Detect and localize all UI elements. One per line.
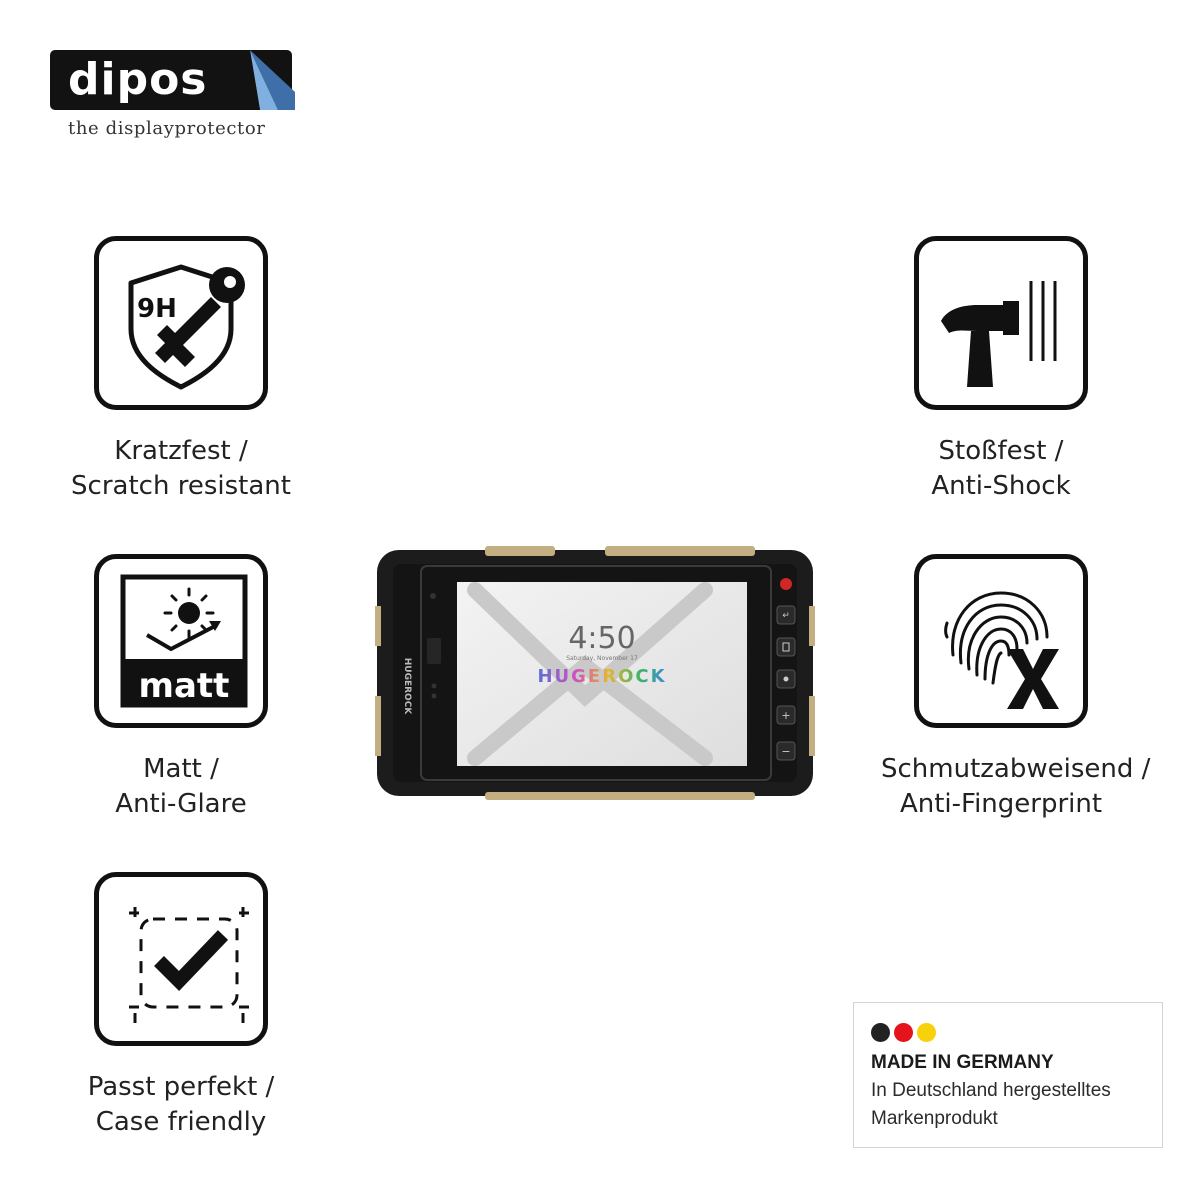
svg-text:+: + [781,709,790,722]
hammer-icon [941,281,1057,387]
feature-label-de: Passt perfekt / [87,1072,275,1102]
made-in-germany-line1: In Deutschland hergestelltes [871,1080,1111,1101]
svg-text:↵: ↵ [782,611,790,621]
germany-flag-dots-icon [871,1023,940,1043]
feature-icon-frame: matt [94,554,268,728]
made-in-germany-line2: Markenprodukt [871,1108,998,1129]
device-brand-label: HUGEROCK [402,658,412,716]
logo-peel-corner-icon [240,50,295,110]
logo-wordmark: dipos [68,54,208,105]
feature-label-en: Case friendly [95,1107,267,1137]
feature-icon-frame: 9H [94,236,268,410]
feature-label-en: Anti-Glare [115,789,247,819]
feature-label-de: Matt / [143,754,219,784]
feature-label-en: Anti-Shock [931,471,1071,501]
flag-dot-black [871,1023,890,1042]
feature-label-de: Stoßfest / [938,436,1064,466]
shield-9h-key-icon: 9H [128,264,245,390]
flag-dot-red [894,1023,913,1042]
feature-scratch-resistant: 9H Kratzfest / Scratch resistant [61,236,301,504]
shield-badge-text: 9H [137,294,177,324]
fingerprint-x-icon [944,591,1059,709]
feature-label-en: Scratch resistant [71,471,291,501]
feature-label-de: Kratzfest / [114,436,248,466]
svg-text:−: − [781,745,790,758]
feature-case-friendly: Passt perfekt / Case friendly [61,872,301,1140]
screen-logo: HUGEROCK [537,666,666,687]
checkmark-frame-icon [129,907,249,1023]
made-in-germany-title: MADE IN GERMANY [871,1052,1054,1073]
logo-tagline: the displayprotector [68,118,266,139]
flag-dot-gold [917,1023,936,1042]
rugged-tablet-image: 4:50 Saturday, November 17 HUGEROCK HUGE… [375,546,815,800]
matt-badge-text: matt [139,666,230,706]
feature-anti-fingerprint: Schmutzabweisend / Anti-Fingerprint [881,554,1151,822]
made-in-germany-badge: MADE IN GERMANY In Deutschland hergestel… [853,1002,1163,1148]
sun-matt-icon: matt [120,574,248,708]
screen-clock: 4:50 [568,621,635,656]
brand-logo: dipos the displayprotector [50,50,295,142]
screen-date: Saturday, November 17 [566,655,638,662]
feature-icon-frame [914,554,1088,728]
feature-icon-frame [94,872,268,1046]
feature-icon-frame [914,236,1088,410]
feature-label-en: Anti-Fingerprint [899,789,1103,819]
feature-label-de: Schmutzabweisend / [881,754,1151,784]
feature-anti-glare: matt Matt / Anti-Glare [61,554,301,822]
feature-anti-shock: Stoßfest / Anti-Shock [881,236,1121,504]
